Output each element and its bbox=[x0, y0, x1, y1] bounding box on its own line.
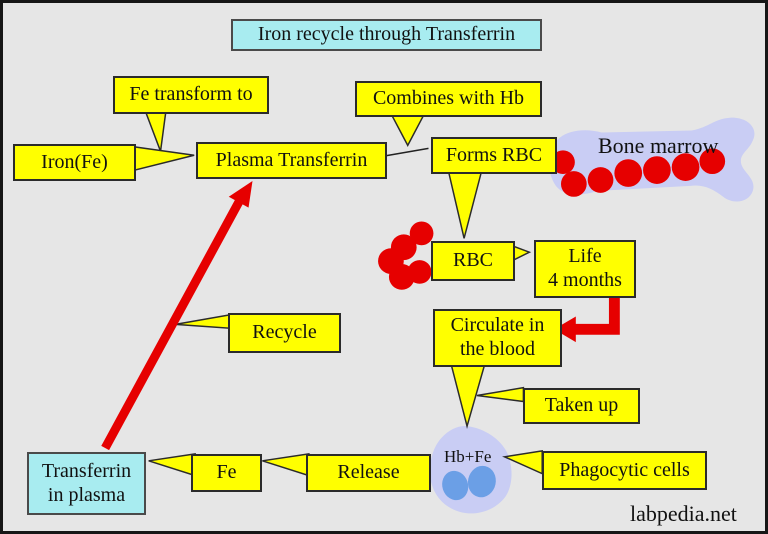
node-transferrin-in-plasma: Transferrin in plasma bbox=[27, 452, 146, 515]
node-iron-fe-label: Iron(Fe) bbox=[41, 150, 108, 173]
node-circulate: Circulate in the blood bbox=[433, 309, 562, 367]
node-fe-transform: Fe transform to bbox=[113, 76, 269, 114]
callout-tails bbox=[130, 106, 543, 477]
node-circulate-line2: the blood bbox=[460, 338, 535, 360]
node-taken-up-label: Taken up bbox=[544, 394, 619, 417]
node-circulate-line1: Circulate in bbox=[450, 314, 545, 337]
rbc-cluster bbox=[378, 221, 434, 290]
node-release-label: Release bbox=[337, 461, 400, 484]
wedge-ironfe-to-plasma bbox=[130, 145, 195, 173]
tail-circulate bbox=[448, 356, 488, 430]
node-rbc: RBC bbox=[431, 241, 515, 281]
diagram-shapes-layer bbox=[101, 106, 755, 514]
node-life-line1: Life bbox=[568, 245, 602, 268]
hb-fe-label: Hb+Fe bbox=[444, 447, 492, 466]
node-life: Life 4 months bbox=[534, 240, 636, 298]
node-forms-rbc: Forms RBC bbox=[431, 137, 557, 174]
node-transferrin-line2: in plasma bbox=[47, 483, 126, 506]
diagram-title-text: Iron recycle through Transferrin bbox=[257, 23, 516, 46]
node-plasma-transferrin: Plasma Transferrin bbox=[196, 142, 387, 179]
watermark: labpedia.net bbox=[630, 501, 737, 526]
node-phagocytic-cells-label: Phagocytic cells bbox=[559, 458, 690, 481]
tail-recycle bbox=[175, 313, 233, 330]
node-life-line2: 4 months bbox=[548, 269, 622, 291]
node-plasma-transferrin-label: Plasma Transferrin bbox=[215, 148, 368, 171]
tail-release bbox=[262, 453, 310, 477]
tail-fe bbox=[148, 453, 196, 477]
bone-marrow-rbc-dots bbox=[551, 148, 726, 197]
node-fe-transform-label: Fe transform to bbox=[129, 83, 253, 106]
node-rbc-label: RBC bbox=[452, 249, 494, 272]
node-fe-label: Fe bbox=[216, 461, 237, 484]
ingested-cells bbox=[442, 465, 496, 501]
recycle-arrow bbox=[101, 180, 253, 451]
node-combines-hb: Combines with Hb bbox=[355, 81, 542, 117]
phagocytic-cell-blob bbox=[429, 426, 512, 514]
node-forms-rbc-label: Forms RBC bbox=[445, 143, 543, 166]
node-iron-fe: Iron(Fe) bbox=[13, 144, 136, 181]
diagram-title: Iron recycle through Transferrin bbox=[231, 19, 542, 51]
connector-plasma-to-formsrbc bbox=[382, 147, 429, 157]
bone-marrow-label: Bone marrow bbox=[598, 133, 719, 158]
node-transferrin-line1: Transferrin bbox=[41, 459, 132, 482]
node-phagocytic-cells: Phagocytic cells bbox=[542, 451, 707, 490]
tail-taken-up bbox=[476, 386, 525, 403]
node-combines-hb-label: Combines with Hb bbox=[372, 87, 525, 110]
node-recycle: Recycle bbox=[228, 313, 341, 353]
node-recycle-label: Recycle bbox=[252, 321, 317, 344]
node-taken-up: Taken up bbox=[523, 388, 640, 424]
node-fe: Fe bbox=[191, 454, 262, 492]
life-to-circulate-arrow bbox=[554, 295, 620, 343]
tail-forms-rbc bbox=[446, 165, 484, 239]
node-release: Release bbox=[306, 454, 431, 492]
